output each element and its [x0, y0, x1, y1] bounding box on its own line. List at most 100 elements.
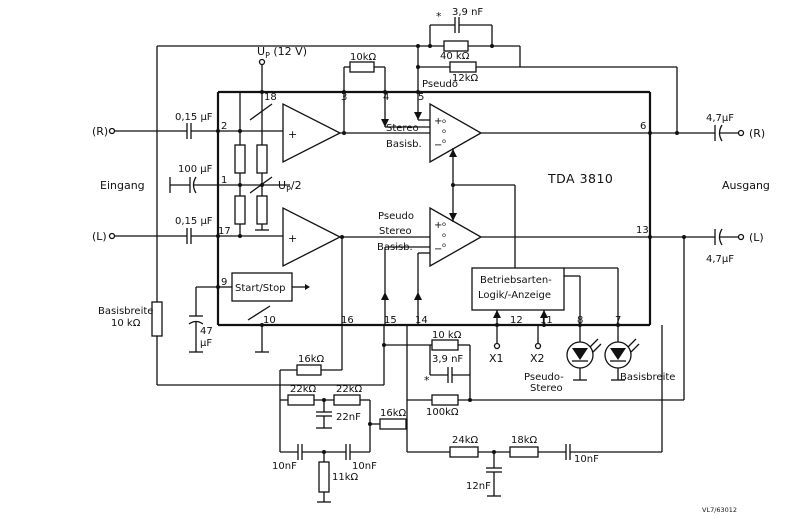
amp-stereo-bottom: + − o o o — [429, 206, 483, 268]
pin-label: 15 — [384, 315, 397, 326]
stereo-bot: Stereo — [379, 226, 412, 237]
pin-label: 17 — [218, 226, 231, 237]
pin-label: 1 — [221, 175, 227, 186]
output-r — [648, 124, 745, 142]
c-47-b: µF — [200, 338, 212, 349]
eingang-label: Eingang — [100, 179, 145, 192]
x1-x2-pins — [493, 325, 542, 350]
supply-label: UP (12 V) — [257, 45, 307, 60]
svg-text:o: o — [442, 220, 446, 228]
feedback-bottom — [382, 325, 472, 406]
basisbreite-led: Basisbreite — [620, 372, 675, 383]
pin-label: 7 — [615, 315, 621, 326]
input-l-label: (L) — [92, 230, 107, 243]
input-r-label: (R) — [92, 125, 108, 138]
svg-text:o: o — [442, 231, 446, 239]
c100-cap — [169, 176, 218, 194]
led-basisbreite — [604, 325, 640, 381]
r-100k: 100kΩ — [426, 407, 459, 418]
c-12n: 12nF — [466, 481, 491, 492]
c-3n9-top: 3,9 nF — [452, 7, 483, 18]
svg-text:o: o — [442, 117, 446, 125]
c100-label: 100 µF — [178, 164, 213, 175]
c-10n-b: 10nF — [352, 461, 377, 472]
svg-text:−: − — [434, 244, 442, 255]
supply-node — [258, 58, 266, 94]
drawing-code: VL7/63012 — [702, 506, 737, 514]
stereo-top: Stereo — [386, 123, 419, 134]
pseudo-bot: Pseudo — [378, 211, 414, 222]
r-18k: 18kΩ — [511, 435, 538, 446]
r-22k-b: 22kΩ — [336, 384, 363, 395]
output-r-label: (R) — [749, 127, 765, 140]
logic-line-1: Betriebsarten- — [480, 275, 552, 286]
svg-text:−: − — [434, 140, 442, 151]
c-3n9-bot: 3,9 nF — [432, 354, 463, 365]
amp-input-r: + — [282, 102, 342, 164]
x2-label: X2 — [530, 352, 545, 365]
pin-label: 18 — [264, 92, 277, 103]
r-11k: 11kΩ — [332, 472, 359, 483]
pin-label: 3 — [341, 92, 347, 103]
ausgang-label: Ausgang — [722, 179, 770, 192]
bias-network — [218, 92, 290, 236]
c-10n-c: 10nF — [574, 454, 599, 465]
svg-text:+: + — [288, 128, 297, 141]
amp-input-l: + — [282, 206, 342, 268]
pin-label: 10 — [263, 315, 276, 326]
pin-label: 8 — [577, 315, 583, 326]
c-47-a: 47 — [200, 326, 213, 337]
c-10n-a: 10nF — [272, 461, 297, 472]
r-24k: 24kΩ — [452, 435, 479, 446]
basisb-bot: Basisb. — [377, 242, 413, 253]
r-16k-a: 16kΩ — [298, 354, 325, 365]
r-16k-b: 16kΩ — [380, 408, 407, 419]
pin-label: 9 — [221, 277, 227, 288]
amp-stereo-top: + − o o o — [429, 102, 483, 164]
led-pseudo-stereo — [566, 325, 602, 381]
pseudo-top: Pseudo — [422, 79, 458, 90]
pin-label: 6 — [640, 121, 646, 132]
c-in-r-label: 0,15 µF — [175, 112, 213, 123]
c-out-l: 4,7µF — [706, 254, 734, 265]
c-in-l-label: 0,15 µF — [175, 216, 213, 227]
svg-text:o: o — [442, 137, 446, 145]
svg-text:o: o — [442, 241, 446, 249]
x1-label: X1 — [489, 352, 504, 365]
c-out-r: 4,7µF — [706, 113, 734, 124]
logic-line-2: Logik/-Anzeige — [478, 290, 551, 301]
star-top: * — [436, 10, 442, 23]
pin-label: 14 — [415, 315, 428, 326]
basisbreite-pot-2: 10 kΩ — [111, 318, 141, 329]
r-12k: 12kΩ — [452, 73, 479, 84]
pin-label: 5 — [418, 92, 424, 103]
logic-block — [471, 267, 620, 327]
pin-label: 12 — [510, 315, 523, 326]
r-10k-bot: 10 kΩ — [432, 330, 462, 341]
star-bot: * — [424, 374, 430, 387]
c-22n: 22nF — [336, 412, 361, 423]
output-l — [458, 228, 745, 401]
input-l-path — [108, 228, 283, 244]
pin-label: 13 — [636, 225, 649, 236]
half-supply-label: UP/2 — [278, 179, 302, 194]
pin-label: 4 — [383, 92, 389, 103]
output-l-label: (L) — [749, 231, 764, 244]
r-40k: 40 kΩ — [440, 51, 470, 62]
pseudo-stereo-2: Stereo — [530, 383, 563, 394]
pseudo-stereo-1: Pseudo- — [524, 372, 564, 383]
svg-text:+: + — [288, 232, 297, 245]
input-r-path — [108, 123, 283, 139]
svg-text:+: + — [434, 116, 442, 127]
filter-network — [279, 325, 663, 503]
r-22k-a: 22kΩ — [290, 384, 317, 395]
chip-name: TDA 3810 — [547, 171, 613, 186]
basisb-top: Basisb. — [386, 139, 422, 150]
basisbreite-pot-1: Basisbreite — [98, 306, 153, 317]
pin-label: 11 — [540, 315, 553, 326]
svg-text:+: + — [434, 220, 442, 231]
start-stop-label: Start/Stop — [235, 283, 286, 294]
pin-label: 16 — [341, 315, 354, 326]
r-10k-top: 10kΩ — [350, 52, 377, 63]
